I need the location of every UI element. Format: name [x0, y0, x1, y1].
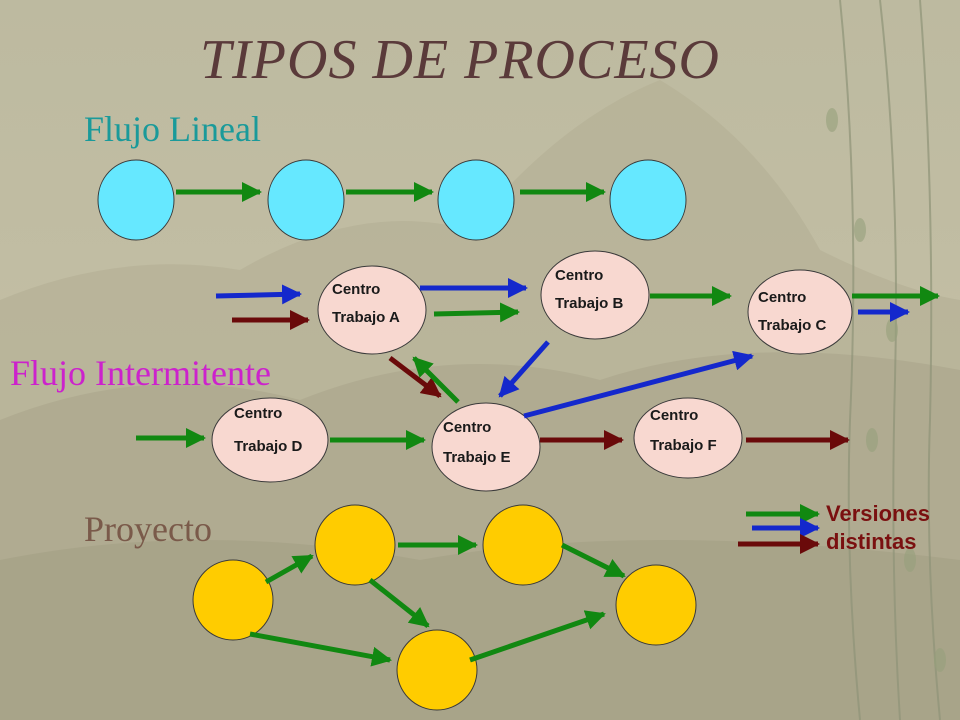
section-label-flujo-lineal: Flujo Lineal — [84, 109, 261, 149]
arrow-e-to-c-blue — [523, 350, 754, 419]
work-center-b-line1: Centro — [555, 267, 603, 284]
project-arrow-start-to-top-left — [264, 553, 314, 585]
work-center-e-line2: Trabajo E — [443, 449, 511, 466]
project-network — [192, 504, 697, 711]
project-node-top-left — [314, 504, 396, 586]
work-center-d-line2: Trabajo D — [234, 438, 303, 455]
legend-arrows — [738, 504, 820, 554]
work-center-f-line1: Centro — [650, 407, 698, 424]
work-center-b — [540, 250, 650, 340]
work-center-f — [633, 397, 743, 479]
linear-flow — [97, 159, 687, 241]
section-label-proyecto: Proyecto — [84, 509, 212, 549]
project-node-top-right — [482, 504, 564, 586]
work-center-a-line2: Trabajo A — [332, 309, 400, 326]
work-center-c-line1: Centro — [758, 289, 806, 306]
work-center-f-line2: Trabajo F — [650, 437, 717, 454]
linear-node-4 — [609, 159, 687, 241]
slide-title: TIPOS DE PROCESO — [200, 29, 720, 91]
arrow-b-to-e-blue — [498, 340, 550, 398]
linear-node-3 — [437, 159, 515, 241]
work-center-d — [211, 397, 329, 483]
section-label-flujo-intermitente: Flujo Intermitente — [10, 353, 271, 393]
work-center-a-line1: Centro — [332, 281, 380, 298]
project-arrow-bottom-to-end — [469, 610, 606, 663]
legend-line1: Versiones — [826, 501, 930, 526]
work-center-d-line1: Centro — [234, 405, 282, 422]
arrow-input-blue-to-a — [215, 284, 302, 305]
intermittent-flow: Centro Trabajo A Centro Trabajo B Centro… — [136, 250, 940, 492]
work-center-e-line1: Centro — [443, 419, 491, 436]
arrow-e-to-a-green — [412, 356, 460, 404]
arrow-a-to-b-green — [433, 302, 520, 323]
work-center-c-line2: Trabajo C — [758, 317, 827, 334]
legend-line2: distintas — [826, 529, 917, 554]
linear-node-1 — [97, 159, 175, 241]
linear-node-2 — [267, 159, 345, 241]
work-center-c — [747, 269, 853, 355]
project-node-bottom — [396, 629, 478, 711]
legend-label: Versiones distintas — [826, 500, 930, 556]
work-center-a — [317, 265, 427, 355]
project-arrow-top-right-to-end — [560, 542, 626, 579]
project-arrow-start-to-bottom — [249, 631, 392, 667]
work-center-e — [431, 402, 541, 492]
project-arrow-top-left-to-bottom — [368, 578, 430, 628]
project-node-start — [192, 559, 274, 641]
project-node-end — [615, 564, 697, 646]
work-center-b-line2: Trabajo B — [555, 295, 624, 312]
